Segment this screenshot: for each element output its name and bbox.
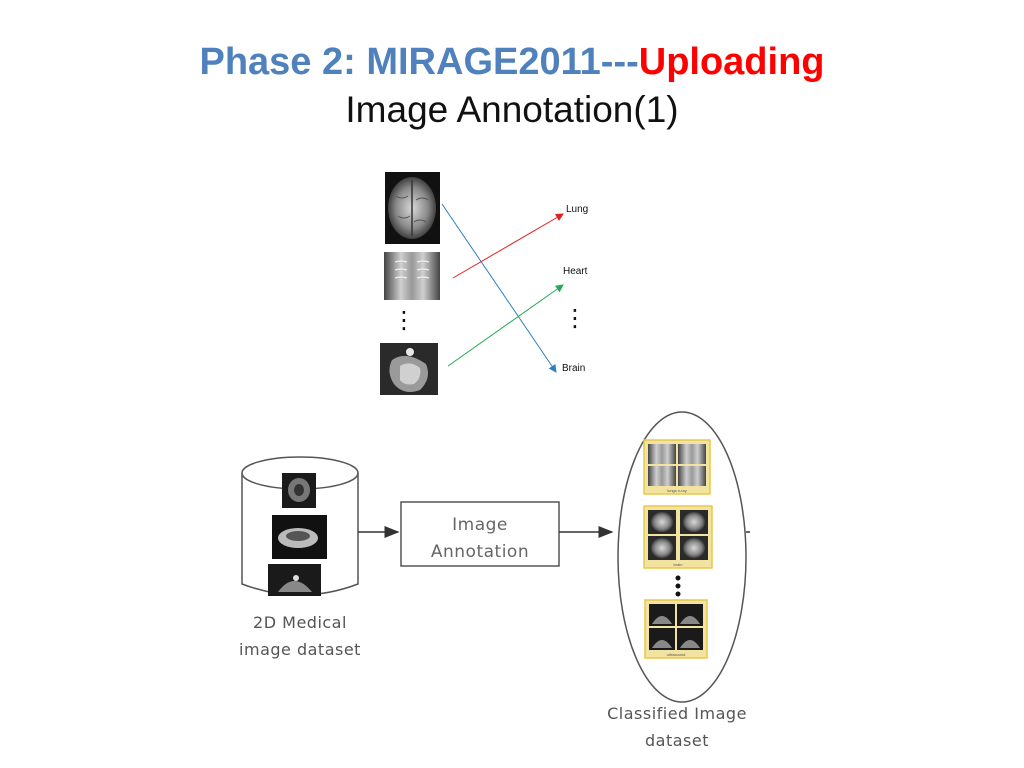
classified-group-lungs: lungs x-ray bbox=[643, 439, 711, 495]
arrow-heart-to-heart bbox=[447, 284, 564, 367]
image-annotation-box bbox=[400, 501, 560, 567]
title-phase-text: Phase 2: MIRAGE2011--- bbox=[199, 41, 639, 83]
classified-dataset-label-line2: dataset bbox=[645, 731, 709, 750]
thumb-brain-mri bbox=[385, 172, 440, 244]
source-dataset-cylinder bbox=[241, 456, 359, 596]
source-dataset-label-line1: 2D Medical bbox=[253, 613, 347, 632]
title-subtitle: Image Annotation(1) bbox=[345, 89, 679, 130]
target-label-brain: Brain bbox=[562, 363, 585, 374]
thumb-heart-scan bbox=[380, 343, 438, 395]
classified-dataset-label-line1: Classified Image bbox=[607, 704, 747, 723]
group-caption-brain: brain bbox=[674, 562, 683, 567]
group-caption-lungs: lungs x-ray bbox=[667, 488, 687, 493]
arrow-xray-to-lung bbox=[452, 213, 564, 279]
target-label-lung: Lung bbox=[566, 204, 588, 215]
group-caption-ultrasound: ultrasound bbox=[667, 652, 686, 657]
target-ellipsis: ⋮ bbox=[563, 305, 587, 332]
source-dataset-label-line2: image dataset bbox=[239, 640, 361, 659]
slide-title: Phase 2: MIRAGE2011---Uploading Image An… bbox=[0, 38, 1024, 134]
classified-group-brain: brain bbox=[643, 505, 713, 569]
classified-group-ultrasound: ultrasound bbox=[644, 599, 708, 659]
arrow-brain-to-brain bbox=[441, 203, 557, 373]
thumb-chest-xray bbox=[384, 252, 440, 300]
title-uploading-text: Uploading bbox=[638, 41, 825, 83]
title-line-1: Phase 2: MIRAGE2011---Uploading bbox=[0, 38, 1024, 86]
target-label-heart: Heart bbox=[563, 266, 588, 277]
classified-dataset-ellipse: lungs x-ray brain ultrasound bbox=[617, 411, 750, 703]
annotation-box-label-line2: Annotation bbox=[431, 542, 529, 562]
classified-groups-ellipsis bbox=[675, 575, 681, 597]
source-ellipsis: ⋮ bbox=[392, 307, 416, 334]
annotation-box-label-line1: Image bbox=[452, 515, 508, 535]
